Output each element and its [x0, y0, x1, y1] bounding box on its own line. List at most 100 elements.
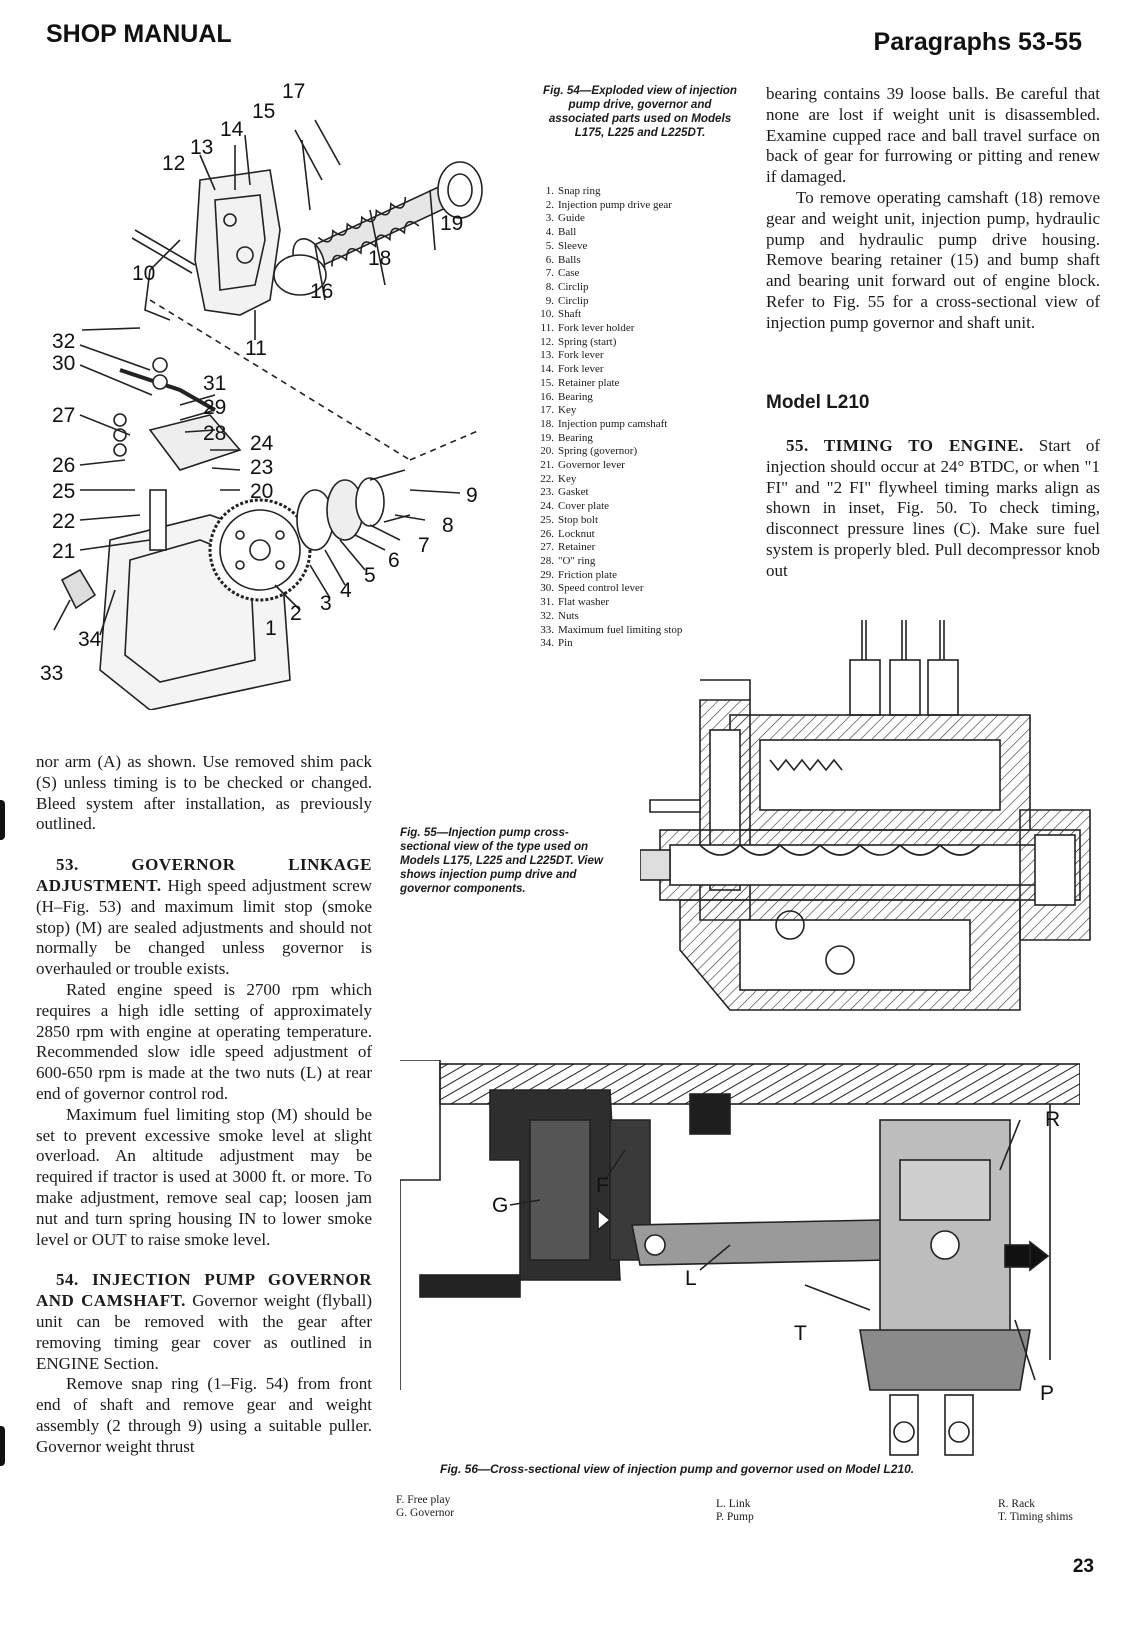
parts-list-item: 32.Nuts: [536, 610, 736, 624]
part-number: 14.: [540, 363, 554, 376]
parts-list-item: 13. Fork lever: [536, 349, 736, 363]
callout-18: 18: [368, 247, 391, 270]
fig56-legend-col-1: F. Free play G. Governor: [396, 1494, 454, 1520]
parts-list-item: 27. Retainer: [536, 541, 736, 555]
part-name: Ball: [558, 226, 577, 239]
parts-list-item: 26. Locknut: [536, 528, 736, 542]
fig56-legend-col-3: R. Rack T. Timing shims: [998, 1498, 1073, 1524]
part-number: 25.: [540, 513, 554, 526]
callout-26: 26: [52, 454, 75, 477]
part-number: 31.: [540, 596, 554, 609]
callout-8: 8: [442, 514, 454, 537]
part-name: Snap ring: [558, 185, 601, 197]
paragraph-53-heading: 53. GOVERNOR LINKAGE ADJUSTMENT.: [36, 855, 372, 895]
callout-1: 1: [265, 617, 277, 640]
callout-5: 5: [364, 564, 376, 587]
parts-list-item: 1. Snap ring: [536, 185, 736, 199]
part-name: Key: [558, 472, 577, 485]
page-number: 23: [1072, 1556, 1094, 1577]
callout-4: 4: [340, 579, 352, 602]
part-name: Locknut: [558, 527, 595, 540]
part-number: 29.: [540, 568, 554, 581]
parts-list-item: 22.Key: [536, 473, 736, 487]
fig56-label-t: T: [794, 1322, 807, 1345]
part-number: 2.: [545, 198, 554, 211]
part-name: Retainer: [558, 541, 596, 554]
paragraph-53-rated-speed: Rated engine speed is 2700 rpm which req…: [36, 979, 372, 1103]
part-name: Bearing: [558, 431, 593, 444]
legend-item: L. Link: [716, 1498, 751, 1510]
callout-28: 28: [203, 422, 226, 445]
fig55-cross-section: [640, 620, 1091, 1011]
parts-list-item: 12.Spring (start): [536, 336, 736, 350]
callout-19: 19: [440, 212, 463, 235]
running-header-right: Paragraphs 53-55: [873, 28, 1082, 56]
callout-10: 10: [132, 262, 155, 285]
legend-item: T. Timing shims: [998, 1511, 1073, 1523]
part-name: Stop bolt: [558, 513, 599, 526]
callout-27: 27: [52, 404, 75, 427]
part-number: 30.: [540, 582, 554, 595]
part-number: 19.: [540, 431, 554, 444]
callout-24: 24: [250, 432, 274, 455]
part-name: Key: [558, 404, 577, 417]
parts-list-item: 24.Cover plate: [536, 500, 736, 514]
callout-14: 14: [220, 118, 244, 141]
fig56-label-p: P: [1040, 1382, 1054, 1405]
scan-edge-mark: [0, 800, 5, 840]
part-number: 8.: [545, 280, 554, 293]
part-number: 13.: [540, 349, 554, 362]
part-name: Fork lever: [558, 363, 604, 376]
part-number: 21.: [540, 459, 554, 472]
part-name: Shaft: [558, 308, 582, 321]
part-number: 1.: [545, 185, 554, 197]
part-number: 10.: [540, 308, 554, 321]
part-number: 33.: [540, 623, 554, 636]
parts-list-item: 15.Retainer plate: [536, 377, 736, 391]
legend-item: P. Pump: [716, 1511, 754, 1523]
parts-list-item: 6.Balls: [536, 254, 736, 268]
parts-list-item: 23.Gasket: [536, 486, 736, 500]
part-name: Cover plate: [558, 500, 610, 513]
fig55-caption: Fig. 55—Injection pump cross-sectional v…: [400, 826, 603, 895]
paragraph-bearing-balls: bearing contains 39 loose balls. Be care…: [766, 84, 1100, 187]
callout-12: 12: [162, 152, 185, 175]
part-number: 18.: [540, 417, 554, 430]
part-number: 6.: [545, 253, 554, 266]
part-number: 23.: [540, 486, 554, 499]
part-number: 26.: [540, 527, 554, 540]
part-number: 27.: [540, 541, 554, 554]
part-number: 12.: [540, 335, 554, 348]
fig56-label-r: R: [1045, 1108, 1060, 1131]
fig56-cross-section: G F L T R P: [400, 1060, 1080, 1456]
fig54-exploded-view: 17 15 14 13 12 10 16 18 19 11 32 30 31 2…: [40, 80, 483, 710]
paragraph-remove-camshaft: To remove operating camshaft (18) remove…: [766, 187, 1100, 332]
callout-9: 9: [466, 484, 478, 507]
parts-list-item: 5.Sleeve: [536, 240, 736, 254]
parts-list-item: 19. Bearing: [536, 432, 736, 446]
callout-20: 20: [250, 480, 273, 503]
parts-list-item: 3.Guide: [536, 212, 736, 226]
callout-15: 15: [252, 100, 275, 123]
right-column: bearing contains 39 loose balls. Be care…: [766, 84, 1100, 334]
fig56-label-l: L: [685, 1267, 697, 1290]
part-name: Flat washer: [558, 596, 610, 609]
part-name: Fork lever: [558, 349, 604, 362]
legend-item: R. Rack: [998, 1498, 1036, 1510]
parts-list-item: 8.Circlip: [536, 281, 736, 295]
parts-list-item: 17.Key: [536, 404, 736, 418]
part-number: 3.: [545, 212, 554, 225]
parts-list-item: 14. Fork lever: [536, 363, 736, 377]
parts-list-item: 20.Spring (governor): [536, 445, 736, 459]
running-header-left: SHOP MANUAL: [46, 20, 232, 48]
part-number: 7.: [545, 267, 554, 280]
fig54-caption: Fig. 54—Exploded view of injection pump …: [543, 84, 737, 139]
part-number: 16.: [540, 390, 554, 403]
part-name: Injection pump camshaft: [558, 417, 668, 430]
paragraph-55-body: Start of injection should occur at 24° B…: [766, 436, 1100, 580]
fig56-label-f: F: [596, 1174, 609, 1197]
right-column-p55: 55. TIMING TO ENGINE. Start of injection…: [766, 436, 1100, 582]
part-number: 32.: [540, 609, 554, 622]
part-name: Bearing: [558, 390, 593, 403]
